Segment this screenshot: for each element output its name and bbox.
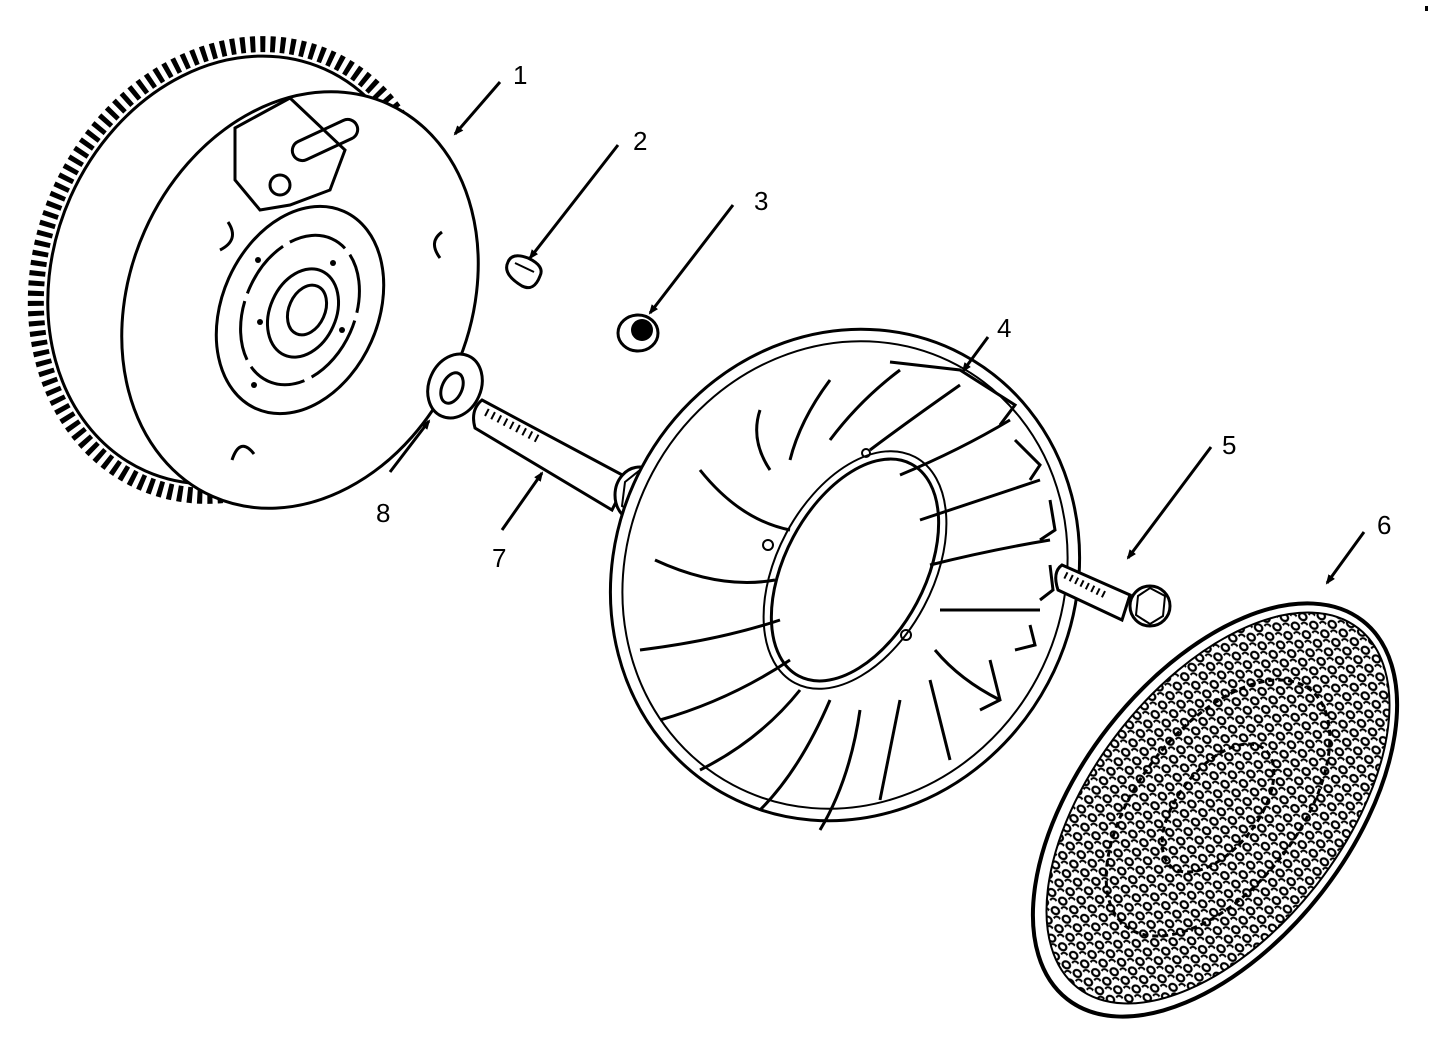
nut-part — [616, 313, 660, 353]
screw-part — [1054, 563, 1172, 628]
flywheel-part — [27, 36, 480, 510]
callout-7-bolt: 7 — [492, 543, 507, 573]
arrow-4 — [961, 336, 990, 373]
scan-artifact-mark — [1425, 6, 1428, 11]
arrow-2 — [528, 144, 620, 260]
fan-outer-fins — [889, 360, 1057, 712]
callout-8-washer: 8 — [376, 498, 391, 528]
arrow-5 — [1126, 446, 1213, 560]
callout-1-flywheel: 1 — [513, 60, 528, 90]
callout-3-nut: 3 — [754, 186, 769, 216]
callout-5-screw: 5 — [1222, 430, 1237, 460]
leader-arrows — [388, 81, 1366, 585]
callout-2-key: 2 — [633, 126, 648, 156]
cooling-fan-part — [608, 327, 1082, 831]
fan-screen-part — [1030, 601, 1400, 1019]
arrow-1 — [453, 81, 502, 136]
woodruff-key-part — [505, 254, 543, 290]
callout-4-fan: 4 — [997, 313, 1012, 343]
washer-part — [426, 352, 484, 420]
fan-blades — [639, 368, 1051, 831]
arrow-8 — [388, 419, 431, 473]
callout-6-screen: 6 — [1377, 510, 1392, 540]
arrow-7 — [500, 471, 544, 531]
arrow-3 — [648, 204, 735, 315]
arrow-6 — [1325, 531, 1366, 585]
